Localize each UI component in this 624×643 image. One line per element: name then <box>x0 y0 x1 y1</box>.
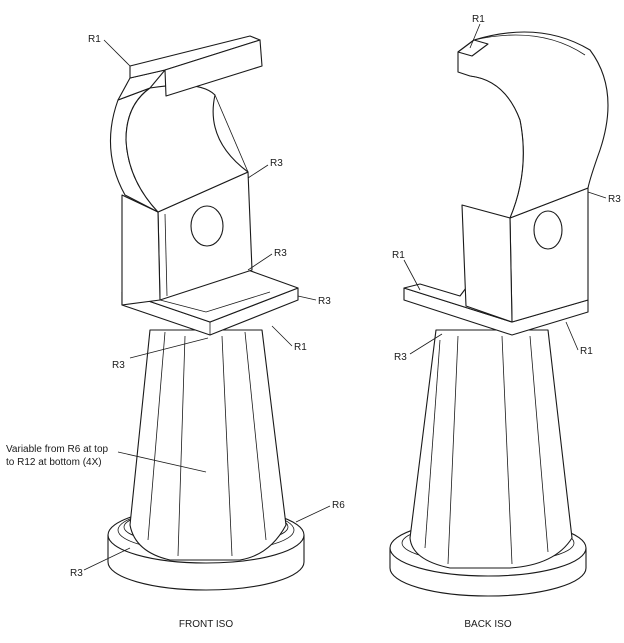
back-callout-r1-left: R1 <box>392 250 405 261</box>
front-note-line2: to R12 at bottom (4X) <box>6 457 102 468</box>
front-note-line1: Variable from R6 at top <box>6 444 109 455</box>
back-callout-r3-bottom: R3 <box>394 352 407 363</box>
back-mount-hole <box>533 210 563 250</box>
front-clamp <box>109 35 263 213</box>
back-column <box>409 329 573 569</box>
front-callout-r3-base: R3 <box>70 568 83 579</box>
front-callout-r3-shelf-edge: R3 <box>318 296 331 307</box>
front-callout-r1-top: R1 <box>88 34 101 45</box>
front-back-plate <box>157 171 253 301</box>
front-callout-r1-shelf: R1 <box>294 342 307 353</box>
front-iso-part <box>107 35 305 591</box>
front-callout-r3-neck: R3 <box>270 158 283 169</box>
front-side-rib <box>121 194 161 306</box>
front-column <box>129 329 287 561</box>
front-callout-r3-base-top: R3 <box>112 360 125 371</box>
back-iso-label: BACK ISO <box>464 619 511 630</box>
back-inner-wall <box>461 204 513 323</box>
back-callout-r1-top: R1 <box>472 14 485 25</box>
front-callout-r6: R6 <box>332 500 345 511</box>
back-iso-part <box>389 31 609 597</box>
back-callout-r1-right: R1 <box>580 346 593 357</box>
front-iso-label: FRONT ISO <box>179 619 233 630</box>
back-callout-r3-side: R3 <box>608 194 621 205</box>
back-clamp <box>457 31 609 219</box>
back-leaders <box>403 23 607 355</box>
front-mount-hole <box>190 205 224 247</box>
front-callout-r3-shelf: R3 <box>274 248 287 259</box>
front-leaders <box>83 39 331 571</box>
